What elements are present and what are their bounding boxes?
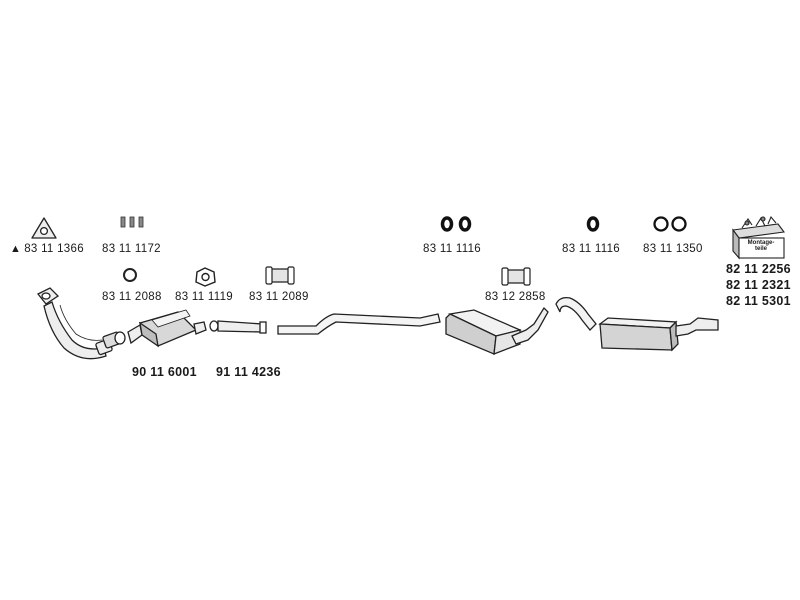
intermediate-pipe bbox=[209, 320, 267, 334]
centre-silencer bbox=[445, 306, 549, 355]
rear-silencer bbox=[598, 317, 719, 352]
mounting-kit-box-icon bbox=[731, 215, 786, 260]
part-number-clamp-2: 83 12 2858 bbox=[485, 291, 546, 303]
flange-gasket-icon bbox=[31, 217, 57, 239]
part-number-catalyst: 91 11 4236 bbox=[216, 365, 281, 379]
pipe-clamp-2-icon bbox=[501, 267, 531, 286]
triangle-marker-icon: ▲ bbox=[10, 243, 22, 255]
pipe-clamp-icon bbox=[265, 266, 295, 285]
part-number-ring-pair: 83 11 1350 bbox=[643, 243, 703, 255]
rubber-mount-icon bbox=[586, 216, 600, 232]
part-number-bolts: 83 11 1172 bbox=[102, 243, 161, 255]
part-number-front-pipe: 90 11 6001 bbox=[132, 365, 197, 379]
part-number-rubber-single: 83 11 1116 bbox=[562, 243, 620, 255]
kit-part-number-2: 82 11 2321 bbox=[726, 278, 791, 292]
rubber-mount-pair-icon bbox=[440, 216, 472, 232]
part-number-clamp: 83 11 2089 bbox=[249, 291, 309, 303]
ring-pair-icon bbox=[653, 216, 687, 232]
centre-pipe bbox=[277, 313, 441, 335]
kit-part-number-1: 82 11 2256 bbox=[726, 262, 791, 276]
sealing-ring-icon bbox=[123, 268, 137, 282]
kit-box-label: Montage-teile bbox=[747, 240, 775, 252]
catalytic-converter bbox=[127, 309, 207, 348]
rear-pipe bbox=[555, 296, 597, 331]
part-number-sealing-ring: 83 11 2088 bbox=[102, 291, 162, 303]
part-number-rubber-pair: 83 11 1116 bbox=[423, 243, 481, 255]
part-number-flange-gasket: ▲83 11 1366 bbox=[10, 243, 84, 255]
bolts-icon bbox=[120, 216, 144, 228]
front-pipe bbox=[36, 287, 126, 360]
part-number-gasket-ring: 83 11 1119 bbox=[175, 291, 233, 303]
kit-part-number-3: 82 11 5301 bbox=[726, 294, 791, 308]
gasket-ring-icon bbox=[195, 267, 216, 287]
